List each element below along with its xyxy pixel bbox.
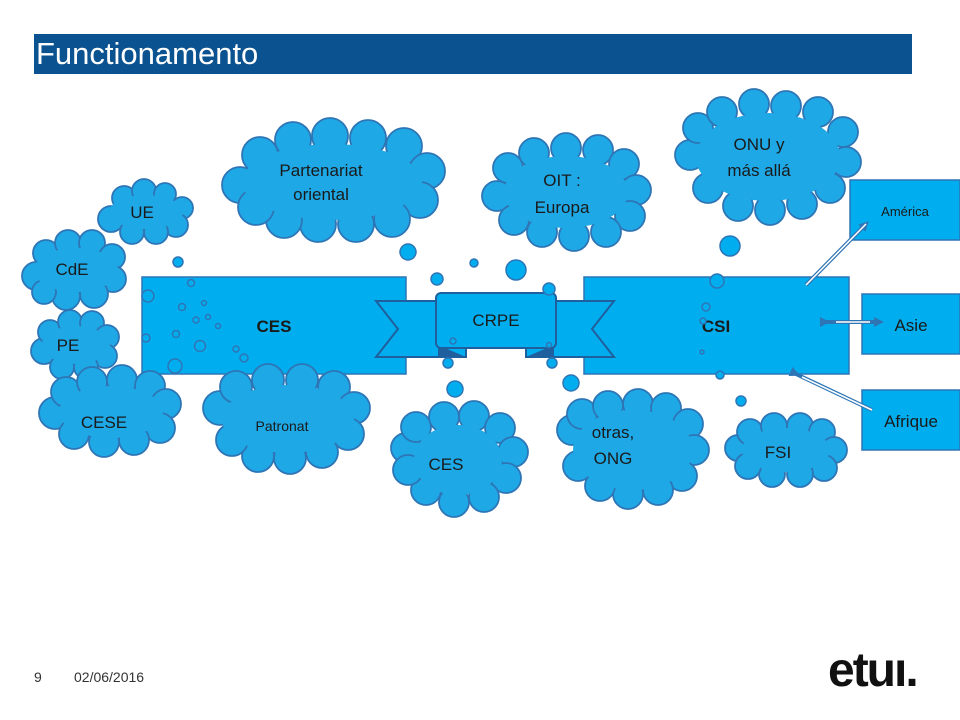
cloud-oit-label-2: Europa [535, 198, 590, 217]
cloud-cde-label: CdE [55, 260, 88, 279]
cloud-onu-label-2: más allá [727, 161, 791, 180]
cloud-ces-bottom: CES [390, 400, 529, 518]
page-title: Functionamento [36, 36, 259, 71]
cloud-onu-label-1: ONU y [734, 135, 786, 154]
cloud-cese: CESE [38, 364, 182, 458]
cloud-onu: ONU y más allá [674, 88, 862, 226]
cloud-patronat: Patronat [202, 363, 371, 475]
region-america-label: América [881, 204, 929, 219]
connector-bubbles [141, 235, 747, 407]
region-afrique: Afrique [861, 389, 960, 451]
cloud-oit: OIT : Europa [481, 132, 652, 252]
cloud-otras: otras, ONG [556, 388, 710, 510]
crpe-banner: CRPE [373, 292, 617, 358]
cloud-cde: CdE [21, 229, 127, 311]
cloud-otras-label-1: otras, [592, 423, 635, 442]
ces-box: CES [141, 276, 407, 375]
cloud-ue: UE [97, 178, 194, 245]
cloud-partenariat: Partenariat oriental [221, 117, 446, 243]
title-bar: Functionamento [34, 34, 912, 74]
cloud-fsi-label: FSI [765, 443, 791, 462]
cloud-patronat-label: Patronat [256, 418, 309, 434]
cloud-oit-label-1: OIT : [543, 171, 580, 190]
cloud-fsi: FSI [724, 412, 848, 488]
etui-logo: etuı. [828, 644, 919, 697]
cloud-cese-label: CESE [81, 413, 127, 432]
cloud-ue-label: UE [130, 203, 154, 222]
csi-box: CSI [583, 276, 850, 375]
region-america: América [849, 179, 960, 241]
cloud-ces-bottom-label: CES [429, 455, 464, 474]
cloud-pe: PE [30, 309, 120, 380]
crpe-label: CRPE [472, 311, 519, 330]
cloud-partenariat-label-2: oriental [293, 185, 349, 204]
region-asie-label: Asie [894, 316, 927, 335]
cloud-otras-label-2: ONG [594, 449, 633, 468]
ces-box-label: CES [257, 317, 292, 336]
cloud-pe-label: PE [57, 336, 80, 355]
footer-date: 02/06/2016 [74, 669, 145, 685]
page-number: 9 [34, 669, 42, 685]
region-afrique-label: Afrique [884, 412, 938, 431]
cloud-partenariat-label-1: Partenariat [279, 161, 362, 180]
csi-box-label: CSI [702, 317, 730, 336]
